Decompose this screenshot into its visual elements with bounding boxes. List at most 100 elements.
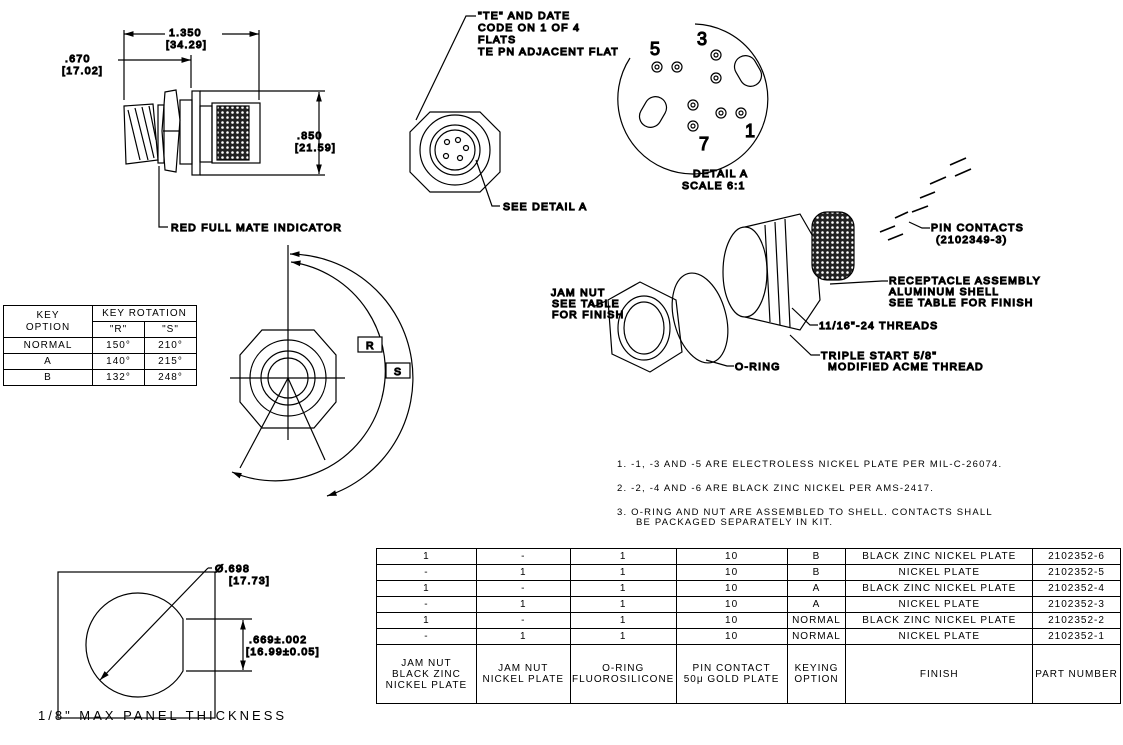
acme-line-1: TRIPLE START 5/8"	[821, 350, 937, 362]
cell-s: 248°	[143, 369, 198, 386]
pin-contacts-pn: (2102349-3)	[936, 234, 1008, 246]
dim-overall: 1.350	[169, 27, 202, 39]
threads-label: 11/16"-24 THREADS	[819, 320, 938, 332]
cell-keying-option: A	[786, 580, 847, 597]
cell-finish: NICKEL PLATE	[845, 564, 1034, 581]
pin-label-5: 5	[650, 39, 661, 59]
pin-label-7: 7	[699, 134, 710, 154]
cutout-flat-mm: [16.99±0.05]	[246, 646, 320, 658]
cell-r: 140°	[92, 353, 145, 370]
cell-keying-option: NORMAL	[786, 628, 847, 645]
header-line: O-RING	[602, 663, 645, 674]
cell-part-number: 2102352-6	[1032, 548, 1121, 565]
jam-nut-line-1: JAM NUT	[551, 287, 606, 299]
detail-scale: SCALE 6:1	[682, 180, 746, 192]
cell-o-ring: 1	[569, 612, 677, 629]
jam-nut-line-3: FOR FINISH	[552, 309, 625, 321]
cell-keying-option: NORMAL	[786, 612, 847, 629]
cell-part-number: 2102352-3	[1032, 596, 1121, 613]
dim-front: .670	[65, 53, 91, 65]
cell-finish: BLACK ZINC NICKEL PLATE	[845, 548, 1034, 565]
header-line: PART NUMBER	[1035, 668, 1118, 680]
cell-option: B	[3, 369, 93, 386]
header-line: FLUOROSILICONE	[571, 674, 675, 685]
cell-o-ring: 1	[569, 596, 677, 613]
cell-jam-nut-black: -	[376, 628, 477, 645]
note-3: 3. O-RING AND NUT ARE ASSEMBLED TO SHELL…	[617, 507, 993, 518]
cell-part-number: 2102352-4	[1032, 580, 1121, 597]
header-line: FINISH	[919, 668, 959, 680]
cell-part-number: 2102352-5	[1032, 564, 1121, 581]
oring-label: O-RING	[735, 361, 781, 373]
header-line: OPTION	[794, 674, 839, 685]
note-3-cont: BE PACKAGED SEPARATELY IN KIT.	[636, 517, 834, 528]
cell-option: NORMAL	[3, 337, 93, 354]
cell-jam-nut-black: -	[376, 596, 477, 613]
callout-see-detail: SEE DETAIL A	[503, 201, 587, 213]
receptacle-line-2: ALUMINUM SHELL	[889, 286, 999, 298]
receptacle-line-3: SEE TABLE FOR FINISH	[889, 297, 1034, 309]
side-view: 1.350 [34.29] .670 [17.02] .850 [21.59] …	[61, 26, 341, 234]
cell-r: 132°	[92, 369, 145, 386]
header-line: JAM NUT	[401, 657, 452, 669]
cell-jam-nut-nickel: 1	[475, 564, 571, 581]
cell-option: A	[3, 353, 93, 370]
cell-pin-contact: 10	[675, 548, 788, 565]
header-part-number: PART NUMBER	[1032, 644, 1121, 704]
cell-jam-nut-nickel: -	[475, 548, 571, 565]
cell-jam-nut-nickel: -	[475, 580, 571, 597]
cell-jam-nut-nickel: 1	[475, 628, 571, 645]
cutout-flat: .669±.002	[249, 634, 307, 646]
header-s: "S"	[143, 321, 198, 338]
header-line: BLACK ZINC	[391, 668, 461, 680]
cell-o-ring: 1	[569, 564, 677, 581]
cell-part-number: 2102352-1	[1032, 628, 1121, 645]
cell-keying-option: B	[786, 564, 847, 581]
cell-jam-nut-nickel: -	[475, 612, 571, 629]
dim-height-mm: [21.59]	[295, 142, 336, 154]
header-key-rotation: KEY ROTATION	[92, 305, 197, 322]
cell-jam-nut-black: -	[376, 564, 477, 581]
pin-contacts-label: PIN CONTACTS	[931, 222, 1024, 234]
header-line: NICKEL PLATE	[385, 679, 468, 691]
cell-s: 210°	[143, 337, 198, 354]
cell-jam-nut-black: 1	[376, 580, 477, 597]
header-line: NICKEL PLATE	[482, 674, 564, 685]
header-finish: FINISH	[845, 644, 1034, 704]
cell-jam-nut-nickel: 1	[475, 596, 571, 613]
cell-finish: NICKEL PLATE	[845, 628, 1034, 645]
header-r: "R"	[92, 321, 145, 338]
marking-line-1: "TE" AND DATE	[478, 10, 570, 22]
cell-jam-nut-black: 1	[376, 548, 477, 565]
marking-line-3: FLATS	[478, 34, 516, 46]
cell-pin-contact: 10	[675, 596, 788, 613]
cell-finish: NICKEL PLATE	[845, 596, 1034, 613]
note-1: 1. -1, -3 AND -5 ARE ELECTROLESS NICKEL …	[617, 459, 1003, 470]
acme-line-2: MODIFIED ACME THREAD	[828, 361, 984, 373]
label-r: R	[366, 340, 375, 352]
cutout-dia: Ø.698	[215, 563, 250, 575]
dim-overall-mm: [34.29]	[166, 39, 207, 51]
cell-pin-contact: 10	[675, 564, 788, 581]
header-line: JAM NUT	[498, 663, 549, 674]
cell-o-ring: 1	[569, 548, 677, 565]
panel-thickness-note: 1/8" MAX PANEL THICKNESS	[38, 708, 288, 723]
label-s: S	[394, 366, 402, 378]
jam-nut-line-2: SEE TABLE	[552, 298, 620, 310]
cell-o-ring: 1	[569, 580, 677, 597]
marking-line-4: TE PN ADJACENT FLAT	[478, 46, 619, 58]
